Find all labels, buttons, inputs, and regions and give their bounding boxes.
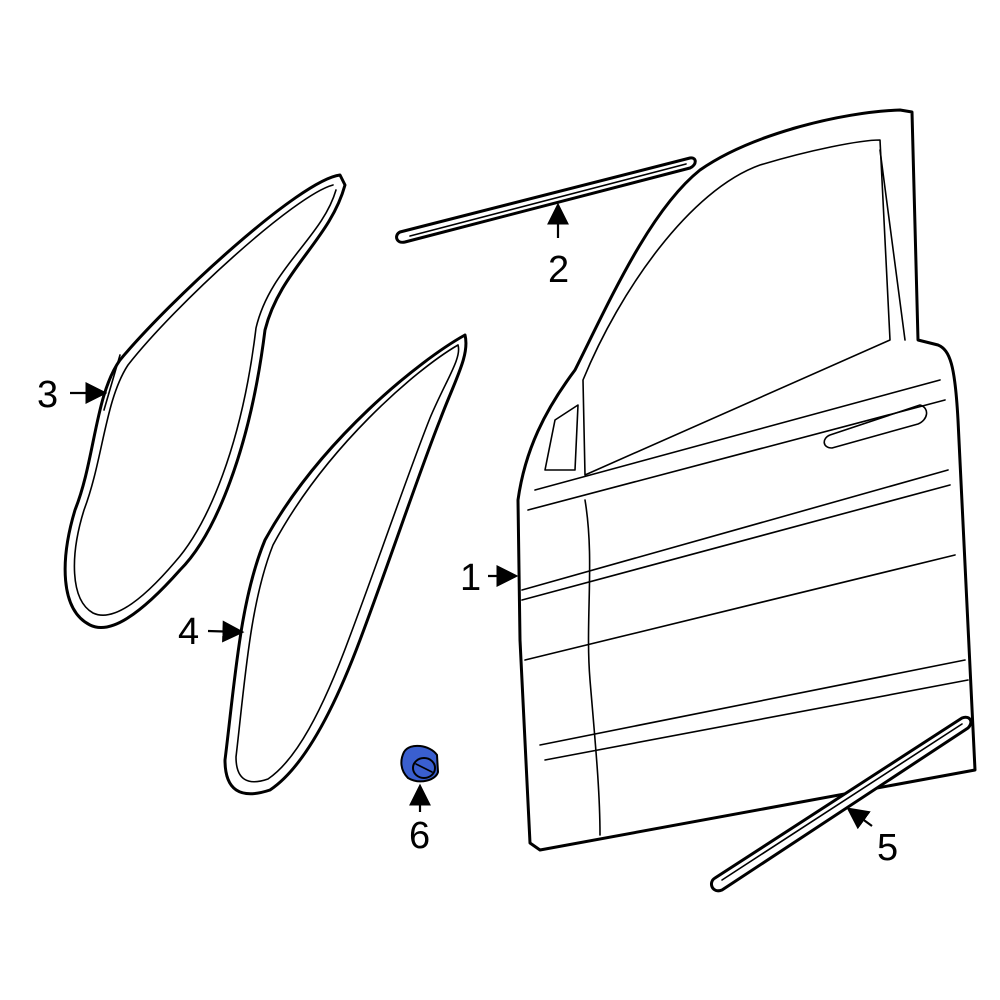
part-2-belt-strip[interactable] [395,156,697,244]
callout-label-1: 1 [460,557,481,599]
callout-label-5: 5 [877,827,898,869]
callout-label-3: 3 [37,374,58,416]
callout-label-4: 4 [178,611,199,653]
callout-4: 4 [178,611,245,653]
callout-label-6: 6 [409,815,430,857]
callout-label-2: 2 [548,249,569,291]
part-5-seal[interactable] [710,715,973,893]
part-1-door[interactable] [516,108,977,852]
arrow-icon [207,620,245,643]
arrow-icon [846,807,873,830]
callout-6: 6 [409,783,431,857]
callout-5: 5 [846,807,898,869]
part-4-weatherstrip[interactable] [223,333,468,796]
callout-1: 1 [460,557,519,599]
callout-3: 3 [37,374,108,416]
part-6-bumper[interactable] [400,744,440,783]
part-3-weatherstrip[interactable] [63,173,347,630]
callout-2: 2 [547,202,569,291]
